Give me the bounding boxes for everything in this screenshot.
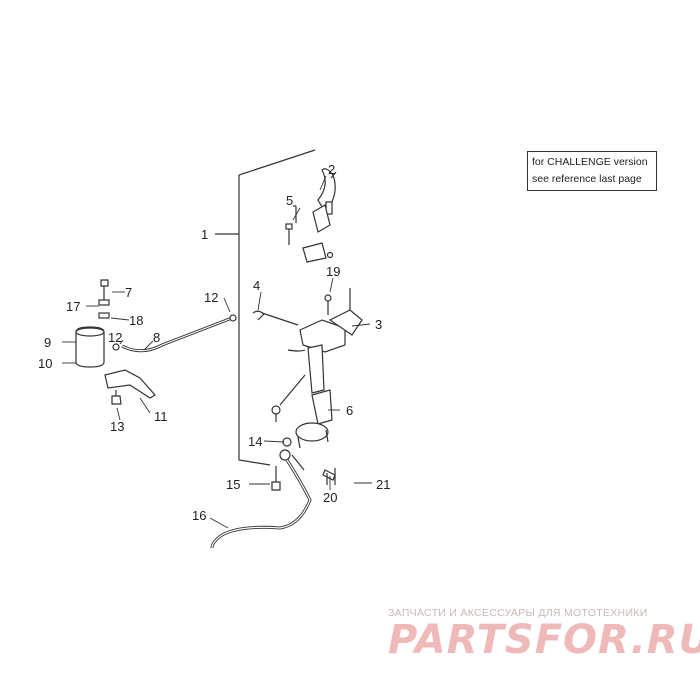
- callout-13: 13: [110, 419, 124, 434]
- callout-8: 8: [153, 330, 160, 345]
- callout-19: 19: [326, 264, 340, 279]
- note-line-1: for CHALLENGE version: [532, 156, 648, 168]
- callout-20: 20: [323, 490, 337, 505]
- callout-15: 15: [226, 477, 240, 492]
- callout-2: 2: [328, 162, 335, 177]
- callout-4: 4: [253, 278, 260, 293]
- callout-12-lower: 12: [108, 330, 122, 345]
- group-bracket: [238, 149, 316, 466]
- handlebar-tube: [311, 389, 333, 425]
- callout-18: 18: [129, 313, 143, 328]
- callout-6: 6: [346, 403, 353, 418]
- watermark-logo: PARTSFOR.RU: [388, 617, 700, 663]
- clamp-upper: [299, 319, 346, 353]
- callout-17: 17: [66, 299, 80, 314]
- callout-1: 1: [201, 227, 208, 242]
- callout-3: 3: [375, 317, 382, 332]
- callout-11: 11: [154, 409, 168, 424]
- reservoir-bracket: [104, 369, 156, 399]
- callout-10: 10: [38, 356, 52, 371]
- fluid-reservoir: [75, 326, 105, 368]
- challenge-version-note: for CHALLENGE version see reference last…: [527, 151, 657, 191]
- callout-21: 21: [376, 477, 390, 492]
- callout-12-upper: 12: [204, 290, 218, 305]
- brake-lever: [317, 168, 336, 214]
- watermark-tagline: ЗАПЧАСТИ И АКСЕССУАРЫ ДЛЯ МОТОТЕХНИКИ: [388, 607, 648, 619]
- callout-5: 5: [286, 193, 293, 208]
- callout-16: 16: [192, 508, 206, 523]
- master-cylinder: [302, 242, 327, 263]
- callout-7: 7: [125, 285, 132, 300]
- note-line-2: see reference last page: [532, 173, 642, 185]
- callout-9: 9: [44, 335, 51, 350]
- callout-14: 14: [248, 434, 262, 449]
